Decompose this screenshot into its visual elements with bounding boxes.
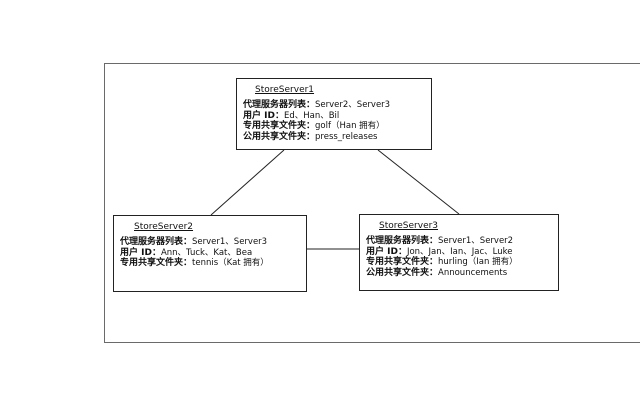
storeserver2-user-row: 用户 ID：Ann、Tuck、Kat、Bea	[114, 248, 306, 259]
storeserver1-box: StoreServer1 代理服务器列表：Server2、Server3 用户 …	[236, 78, 432, 150]
user-id-value: Jon、Jan、Ian、Jac、Luke	[406, 246, 513, 257]
storeserver1-proxy-row: 代理服务器列表：Server2、Server3	[237, 100, 431, 111]
connector-server1-server3	[377, 149, 460, 215]
proxy-list-value: Server2、Server3	[315, 100, 391, 110]
connector-server1-server2	[210, 149, 285, 216]
proxy-list-label: 代理服务器列表：	[120, 237, 193, 247]
public-folder-label: 公用共享文件夹：	[243, 131, 316, 142]
storeserver3-proxy-row: 代理服务器列表：Server1、Server2	[360, 236, 558, 247]
proxy-list-value: Server1、Server3	[192, 237, 268, 247]
proxy-list-label: 代理服务器列表：	[243, 100, 316, 110]
storeserver2-proxy-row: 代理服务器列表：Server1、Server3	[114, 237, 306, 248]
public-folder-value: press_releases	[315, 131, 378, 142]
user-id-label: 用户 ID：	[243, 110, 284, 121]
storeserver1-public-folder-row: 公用共享文件夹：press_releases	[237, 132, 431, 143]
diagram-frame	[104, 63, 640, 343]
private-folder-value: golf（Han 拥有）	[315, 121, 385, 131]
storeserver1-private-folder-row: 专用共享文件夹：golf（Han 拥有）	[237, 121, 431, 132]
private-folder-label: 专用共享文件夹：	[120, 258, 193, 268]
private-folder-label: 专用共享文件夹：	[366, 257, 439, 267]
private-folder-value: tennis（Kat 拥有）	[192, 258, 269, 268]
storeserver2-title: StoreServer2	[134, 222, 194, 232]
storeserver3-title: StoreServer3	[379, 221, 439, 231]
user-id-value: Ann、Tuck、Kat、Bea	[160, 247, 253, 258]
storeserver1-user-row: 用户 ID：Ed、Han、Bil	[237, 111, 431, 122]
private-folder-value: hurling（Ian 拥有）	[438, 257, 518, 267]
storeserver3-private-folder-row: 专用共享文件夹：hurling（Ian 拥有）	[360, 257, 558, 268]
user-id-value: Ed、Han、Bil	[283, 110, 340, 121]
public-folder-label: 公用共享文件夹：	[366, 267, 439, 278]
proxy-list-value: Server1、Server2	[438, 236, 514, 246]
user-id-label: 用户 ID：	[120, 247, 161, 258]
storeserver1-title: StoreServer1	[255, 85, 315, 95]
storeserver3-public-folder-row: 公用共享文件夹：Announcements	[360, 268, 558, 279]
proxy-list-label: 代理服务器列表：	[366, 236, 439, 246]
storeserver3-box: StoreServer3 代理服务器列表：Server1、Server2 用户 …	[359, 214, 559, 291]
storeserver2-private-folder-row: 专用共享文件夹：tennis（Kat 拥有）	[114, 258, 306, 269]
storeserver3-user-row: 用户 ID：Jon、Jan、Ian、Jac、Luke	[360, 247, 558, 258]
user-id-label: 用户 ID：	[366, 246, 407, 257]
private-folder-label: 专用共享文件夹：	[243, 121, 316, 131]
storeserver2-box: StoreServer2 代理服务器列表：Server1、Server3 用户 …	[113, 215, 307, 292]
public-folder-value: Announcements	[438, 267, 508, 278]
